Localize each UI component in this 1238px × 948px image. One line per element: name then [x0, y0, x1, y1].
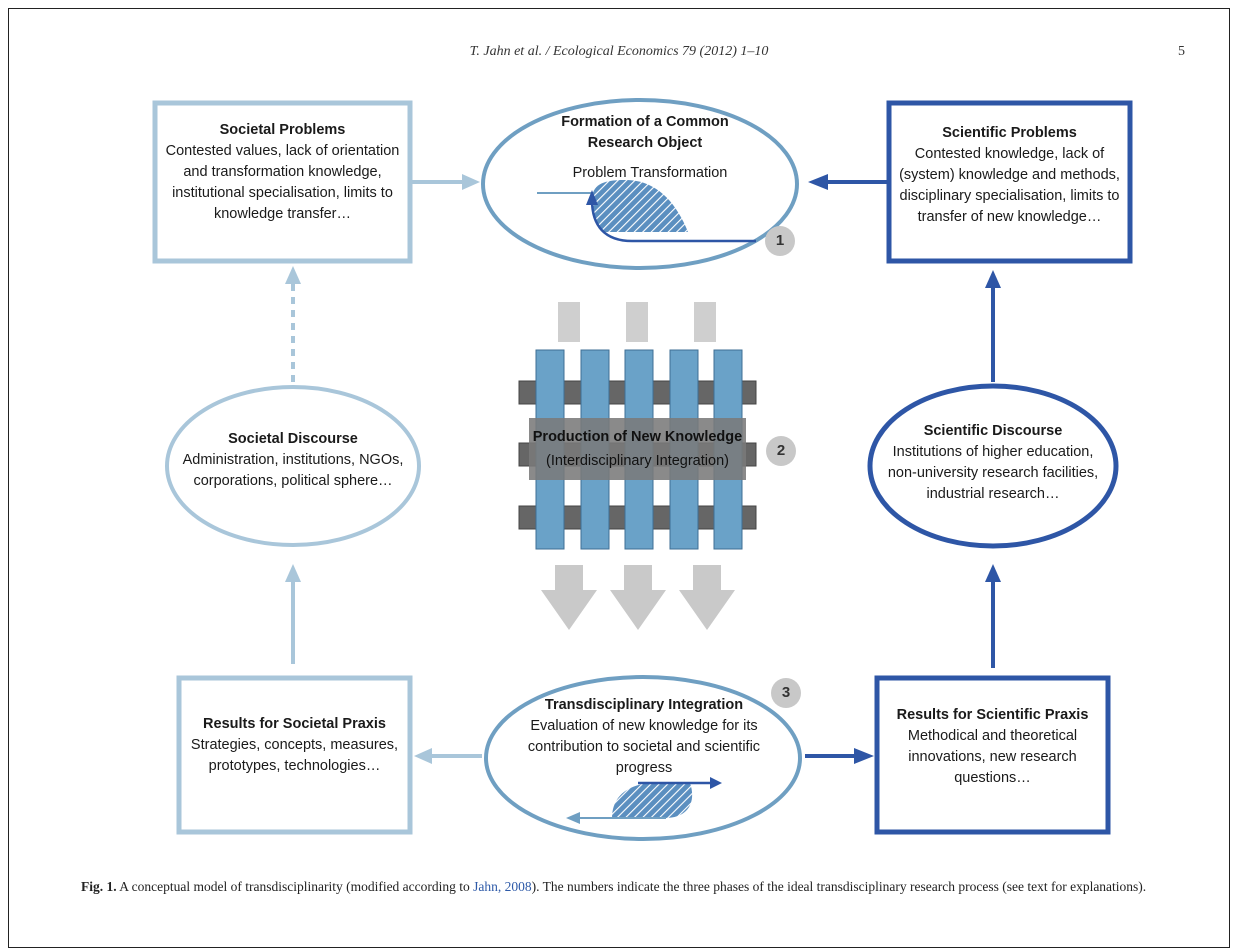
- scientific-praxis-text: Methodical and theoretical innovations, …: [907, 728, 1078, 786]
- scientific-problems-text: Contested knowledge, lack of (system) kn…: [899, 146, 1120, 225]
- scientific-problems-title: Scientific Problems: [942, 125, 1077, 141]
- societal-discourse-title: Societal Discourse: [228, 431, 358, 447]
- societal-discourse-ellipse: [165, 385, 421, 547]
- scientific-problems-box: [886, 100, 1133, 264]
- societal-praxis-text: Strategies, concepts, measures, prototyp…: [190, 737, 399, 774]
- transdisciplinary-title: Transdisciplinary Integration: [544, 697, 744, 713]
- phase-2-badge: 2: [766, 436, 796, 466]
- societal-problems-label: Societal Problems Contested values, lack…: [157, 120, 408, 225]
- societal-discourse-text: Administration, institutions, NGOs, corp…: [182, 452, 404, 489]
- scientific-praxis-box: [874, 675, 1111, 835]
- scientific-discourse-title: Scientific Discourse: [923, 423, 1063, 439]
- new-knowledge-title: Production of New Knowledge: [532, 429, 743, 445]
- page-number: 5: [1178, 44, 1185, 59]
- caption-reference-link[interactable]: Jahn, 2008: [473, 879, 532, 894]
- common-object-label: Formation of a Common Research Object: [560, 112, 730, 154]
- arrow-scientific-praxis-to-discourse: [985, 564, 1001, 668]
- transdisciplinary-glyph: [566, 777, 722, 824]
- societal-problems-title: Societal Problems: [219, 122, 346, 138]
- problem-transformation-glyph: [537, 180, 756, 243]
- arrow-scientific-discourse-to-problems: [985, 270, 1001, 382]
- arrow-societal-discourse-to-problems: [285, 266, 301, 382]
- running-header: T. Jahn et al. / Ecological Economics 79…: [469, 44, 769, 59]
- caption-text-before: A conceptual model of transdisciplinarit…: [116, 879, 474, 894]
- transdisciplinary-text: Evaluation of new knowledge for its cont…: [527, 718, 761, 776]
- societal-praxis-title: Results for Societal Praxis: [203, 716, 386, 732]
- figure-caption: Fig. 1. A conceptual model of transdisci…: [81, 876, 1191, 897]
- societal-problems-box: [152, 100, 413, 264]
- arrow-societal-praxis-to-discourse: [285, 564, 301, 664]
- societal-discourse-label: Societal Discourse Administration, insti…: [176, 429, 410, 492]
- scientific-praxis-title: Results for Scientific Praxis: [896, 707, 1089, 723]
- problem-transformation-label: Problem Transformation: [572, 165, 728, 181]
- caption-label: Fig. 1.: [81, 879, 117, 894]
- arrow-scientific-to-common: [808, 174, 887, 190]
- arrow-transdisciplinary-to-scientific-praxis: [805, 748, 874, 764]
- transdisciplinary-label: Transdisciplinary Integration Evaluation…: [488, 695, 800, 779]
- new-knowledge-subtitle: (Interdisciplinary Integration): [546, 453, 729, 469]
- phase-1-badge: 1: [765, 226, 795, 256]
- caption-text-after: ). The numbers indicate the three phases…: [531, 879, 1147, 894]
- scientific-discourse-ellipse: [867, 383, 1119, 549]
- knowledge-grid: [518, 302, 757, 630]
- scientific-discourse-label: Scientific Discourse Institutions of hig…: [883, 421, 1103, 505]
- societal-praxis-label: Results for Societal Praxis Strategies, …: [182, 714, 407, 777]
- scientific-discourse-text: Institutions of higher education, non-un…: [887, 444, 1099, 502]
- scientific-praxis-label: Results for Scientific Praxis Methodical…: [880, 705, 1105, 789]
- phase-3-badge: 3: [771, 678, 801, 708]
- arrow-societal-to-common: [412, 174, 480, 190]
- arrow-transdisciplinary-to-societal-praxis: [414, 748, 482, 764]
- common-object-ellipse: [481, 98, 799, 270]
- societal-praxis-box: [176, 675, 413, 835]
- scientific-problems-label: Scientific Problems Contested knowledge,…: [892, 123, 1127, 228]
- common-object-title: Formation of a Common Research Object: [561, 114, 729, 151]
- societal-problems-text: Contested values, lack of orientation an…: [165, 143, 400, 222]
- transdisciplinary-ellipse: [484, 675, 802, 841]
- new-knowledge-label: Production of New Knowledge (Interdiscip…: [526, 427, 749, 472]
